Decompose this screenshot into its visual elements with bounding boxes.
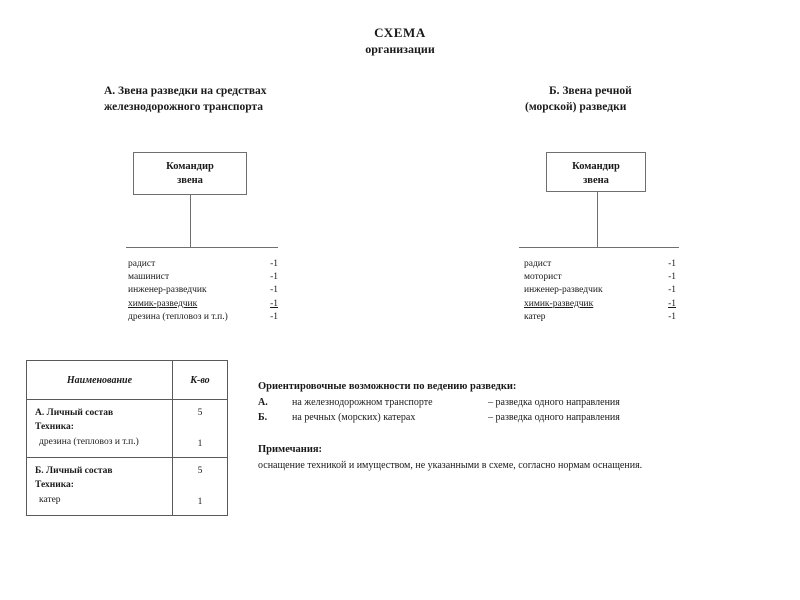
column-heading-rail: А. Звена разведки на средствах железнодо… — [104, 83, 354, 115]
row-personnel-label: Б. Личный состав — [35, 466, 113, 476]
roster-item-label: радист — [524, 259, 552, 269]
roster-item-label: катер — [524, 311, 546, 322]
row-personnel-qty: 5 — [197, 408, 203, 418]
roster-item: химик-разведчик -1 — [128, 298, 278, 311]
column-heading-rail-line1: А. Звена разведки на средствах — [104, 85, 267, 97]
roster-item-qty: -1 — [270, 272, 278, 283]
row-equipment-label: Техника: — [35, 422, 74, 432]
command-box-river: Командир звена — [546, 152, 646, 192]
command-box-rail-line1: Командир — [166, 161, 214, 172]
table-header-qty: К-во — [171, 360, 229, 400]
row-equipment-label: Техника: — [35, 480, 74, 490]
roster-item-label: машинист — [128, 272, 170, 283]
row-personnel-qty: 5 — [197, 466, 203, 476]
roster-item-label: радист — [128, 259, 156, 269]
summary-table: Наименование К-во А. Личный состав Техни… — [26, 360, 229, 516]
roster-item-qty: -1 — [668, 311, 676, 322]
roster-item-label: моторист — [524, 272, 562, 283]
roster-item-label: инженер-разведчик — [128, 285, 207, 296]
connector-horizontal-rail — [126, 247, 278, 248]
table-header-row: Наименование К-во — [26, 360, 229, 400]
table-cell-name: Б. Личный состав Техника: катер — [26, 457, 173, 516]
roster-item: радист -1 — [128, 258, 278, 271]
column-heading-river-line2: (морской) разведки — [525, 101, 627, 113]
row-equipment-item: катер — [39, 495, 61, 505]
roster-item-qty: -1 — [668, 272, 676, 283]
capabilities-result: – разведка одного направления — [488, 412, 620, 423]
connector-vertical-rail — [190, 195, 191, 247]
roster-item: радист -1 — [524, 258, 676, 271]
row-personnel-label: А. Личный состав — [35, 408, 114, 418]
capabilities-row: Б. на речных (морских) катерах – разведк… — [258, 410, 778, 425]
table-cell-name: А. Личный состав Техника: дрезина (тепло… — [26, 399, 173, 458]
capabilities-description: на железнодорожном транспорте — [292, 397, 433, 408]
capabilities-row: А. на железнодорожном транспорте – разве… — [258, 395, 778, 410]
notes-panel: Ориентировочные возможности по ведению р… — [258, 378, 778, 474]
roster-item-qty: -1 — [668, 259, 676, 269]
roster-item: дрезина (тепловоз и т.п.) -1 — [128, 311, 278, 324]
capabilities-description: на речных (морских) катерах — [292, 412, 416, 423]
notes-text: оснащение техникой и имуществом, не указ… — [258, 460, 643, 471]
roster-item: машинист -1 — [128, 271, 278, 284]
column-heading-river-line1: Б. Звена речной — [549, 85, 632, 97]
roster-item-qty: -1 — [270, 311, 278, 322]
roster-item-label: химик-разведчик — [524, 298, 594, 309]
command-box-river-line2: звена — [583, 175, 609, 186]
capabilities-marker: А. — [258, 397, 268, 408]
capabilities-caption: Ориентировочные возможности по ведению р… — [258, 381, 517, 392]
roster-item: моторист -1 — [524, 271, 676, 284]
connector-horizontal-river — [519, 247, 679, 248]
row-equipment-qty: 1 — [197, 497, 203, 507]
roster-rail: радист -1 машинист -1 инженер-разведчик … — [128, 258, 278, 324]
roster-item: химик-разведчик -1 — [524, 298, 676, 311]
table-cell-qty: 5 1 — [171, 457, 229, 516]
command-box-rail: Командир звена — [133, 152, 247, 195]
capabilities-result: – разведка одного направления — [488, 397, 620, 408]
table-header-name: Наименование — [26, 360, 173, 400]
title-main: СХЕМА — [374, 25, 426, 40]
roster-item-qty: -1 — [270, 285, 278, 296]
roster-item: катер -1 — [524, 311, 676, 324]
notes-caption: Примечания: — [258, 444, 323, 455]
roster-item-qty: -1 — [668, 298, 676, 309]
roster-item: инженер-разведчик -1 — [128, 284, 278, 297]
roster-item-label: дрезина (тепловоз и т.п.) — [128, 311, 228, 322]
roster-item-qty: -1 — [270, 259, 278, 269]
capabilities-marker: Б. — [258, 412, 268, 423]
roster-item-label: химик-разведчик — [128, 298, 198, 309]
column-heading-rail-line2: железнодорожного транспорта — [104, 101, 264, 113]
row-equipment-qty: 1 — [197, 439, 203, 449]
column-heading-river: Б. Звена речной (морской) разведки — [525, 83, 755, 115]
roster-river: радист -1 моторист -1 инженер-разведчик … — [524, 258, 676, 324]
title-subtitle: организации — [365, 42, 435, 56]
command-box-river-line1: Командир — [572, 161, 620, 172]
row-equipment-item: дрезина (тепловоз и т.п.) — [39, 437, 139, 447]
table-cell-qty: 5 1 — [171, 399, 229, 458]
roster-item-qty: -1 — [270, 298, 278, 309]
table-row: Б. Личный состав Техника: катер 5 1 — [26, 457, 229, 516]
roster-item: инженер-разведчик -1 — [524, 284, 676, 297]
connector-vertical-river — [597, 192, 598, 247]
roster-item-qty: -1 — [668, 285, 676, 296]
page-title: СХЕМА организации — [0, 24, 800, 58]
table-row: А. Личный состав Техника: дрезина (тепло… — [26, 399, 229, 458]
command-box-rail-line2: звена — [177, 175, 203, 186]
roster-item-label: инженер-разведчик — [524, 285, 603, 296]
notes-spacer — [258, 425, 778, 441]
